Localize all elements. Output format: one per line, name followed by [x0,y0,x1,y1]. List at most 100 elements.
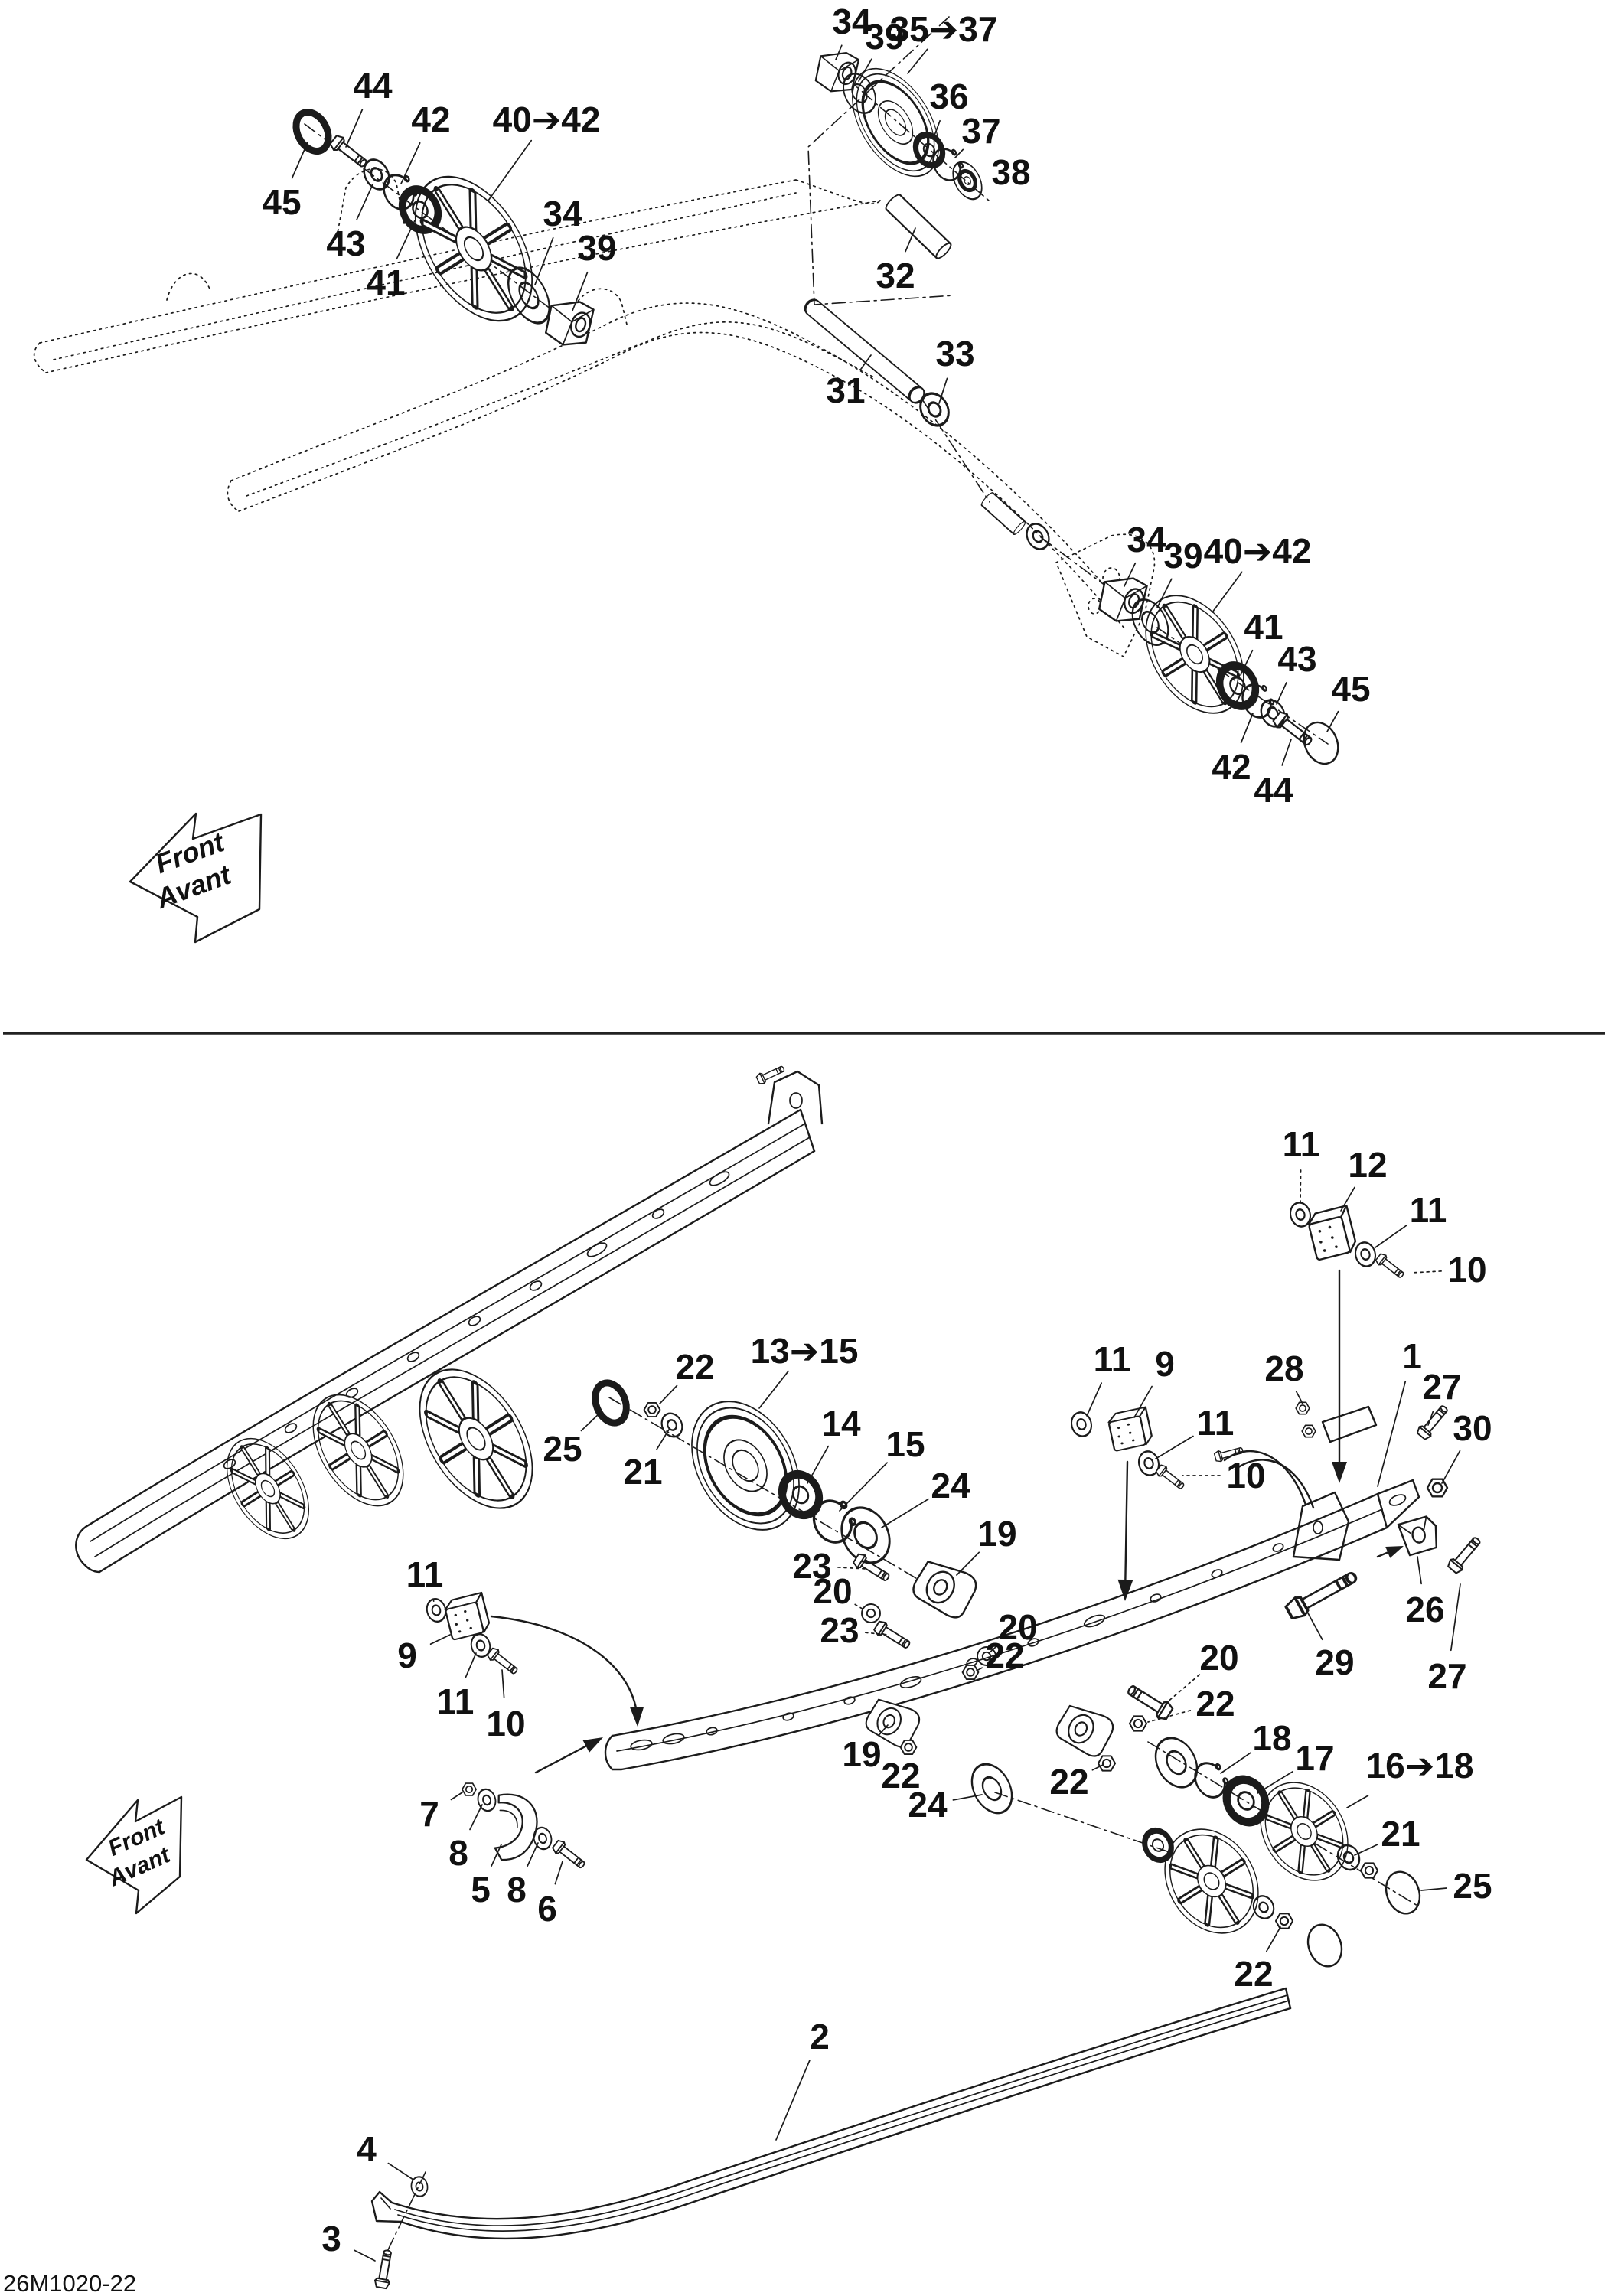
callout-8-label: 8 [448,1833,468,1873]
rail-wheel-middle [295,1379,422,1522]
callout-41-label: 41 [366,263,405,302]
callout-12-label: 12 [1348,1145,1387,1185]
callout-11-leader [1086,1382,1103,1417]
callout-13➔15: 13➔15 [751,1331,858,1409]
callout-11: 11 [437,1652,477,1721]
callout-31: 31 [826,354,872,410]
callout-20-leader [854,1603,866,1611]
callout-41-leader [396,220,416,260]
stopper-block-12-cluster [1287,1199,1407,1483]
seal-ring-45 [290,106,335,157]
axle-spacer-32 [882,191,954,262]
callout-42-label: 42 [1212,747,1251,787]
callout-2: 2 [775,2017,830,2141]
bolt-20c [1124,1680,1176,1723]
callout-34-leader [1124,562,1137,587]
callout-14: 14 [807,1404,861,1484]
callout-3: 3 [321,2219,376,2262]
callout-26-leader [1417,1556,1422,1585]
callout-19-leader [878,1724,889,1736]
mount-plate-28 [1321,1405,1378,1443]
callout-2-label: 2 [810,2017,830,2056]
callout-25: 25 [543,1411,602,1469]
callout-45: 45 [262,142,308,222]
nut-7 [462,1782,477,1796]
bolt-10a [485,1645,521,1678]
washer-24b [963,1756,1021,1821]
down-arrowhead-12 [1332,1462,1347,1483]
callout-18-label: 18 [1252,1718,1291,1758]
callout-11-leader [1375,1224,1408,1248]
callout-11-leader [1155,1435,1194,1459]
left-rail-phantom [33,168,881,373]
callout-34-leader [534,236,554,285]
callout-34: 34 [832,2,872,60]
front-direction-arrow-top: Front Avant [129,812,263,944]
callout-40➔42: 40➔42 [1204,531,1311,613]
washer-11d [1352,1239,1379,1270]
callout-33-label: 33 [935,334,974,373]
callout-36: 36 [929,77,969,140]
callout-1-leader [1377,1381,1407,1487]
rail-wheel-front [210,1424,326,1554]
callout-16➔18-leader [1346,1795,1369,1808]
right-arrowhead-26 [1385,1540,1406,1558]
callout-39-label: 39 [865,17,904,57]
callout-24: 24 [881,1466,970,1528]
callout-8-leader [527,1842,539,1867]
callout-11-label: 11 [406,1554,444,1594]
rail-wheel-rear [396,1349,556,1528]
callout-20-leader [988,1643,1000,1654]
callout-22: 22 [976,1636,1025,1675]
cap-25b [1301,1919,1349,1972]
callout-3-label: 3 [321,2219,341,2258]
washer-33 [913,387,956,432]
callout-29-label: 29 [1315,1642,1354,1682]
callout-32-label: 32 [876,256,915,295]
callout-22: 22 [881,1756,920,1795]
callout-8: 8 [448,1804,483,1873]
callout-22-leader [1147,1710,1192,1723]
callout-25-label: 25 [543,1429,582,1469]
callout-17-leader [1257,1770,1293,1794]
callout-5: 5 [471,1844,502,1910]
callout-1-label: 1 [1402,1336,1422,1376]
callout-19-leader [956,1551,980,1576]
bolt-10b [1374,1251,1407,1281]
nut-22e [1097,1755,1117,1772]
callout-11-leader [432,1598,435,1605]
callout-33: 33 [935,334,975,404]
callout-21-leader [656,1429,670,1450]
callout-44: 44 [1254,739,1293,810]
bare-rail-part-1 [604,1443,1420,1771]
stopper-block-12 [1305,1205,1359,1261]
callout-10-label: 10 [1447,1250,1486,1290]
idler-wheel-40-42 [391,156,556,341]
callout-3-leader [354,2249,376,2262]
callout-17: 17 [1257,1738,1335,1794]
callout-9-label: 9 [397,1636,417,1675]
callout-22-leader [659,1384,678,1404]
callout-11: 11 [1155,1403,1235,1459]
callout-38-label: 38 [991,152,1030,192]
callout-27: 27 [1427,1583,1467,1696]
callout-27: 27 [1422,1367,1462,1426]
callout-44-leader [345,109,364,148]
callout-23-label: 23 [820,1610,859,1650]
callout-11-label: 11 [1197,1403,1235,1443]
callout-20-label: 20 [813,1571,852,1611]
callout-11-label: 11 [1283,1124,1320,1164]
track-adjuster-26 [1396,1514,1441,1557]
callout-6-label: 6 [537,1889,557,1929]
rear-wheels-exploded-chain [994,1730,1427,1972]
drawing-number: 26M1020-22 [3,2270,136,2296]
callout-27-leader [1427,1411,1434,1426]
callout-10-leader [1411,1270,1442,1274]
callout-34-leader [835,44,843,60]
callout-9: 9 [397,1634,451,1675]
nut-22b [961,1664,980,1681]
callout-6: 6 [537,1861,563,1929]
callout-42-label: 42 [411,99,450,139]
callout-23: 23 [820,1610,889,1650]
